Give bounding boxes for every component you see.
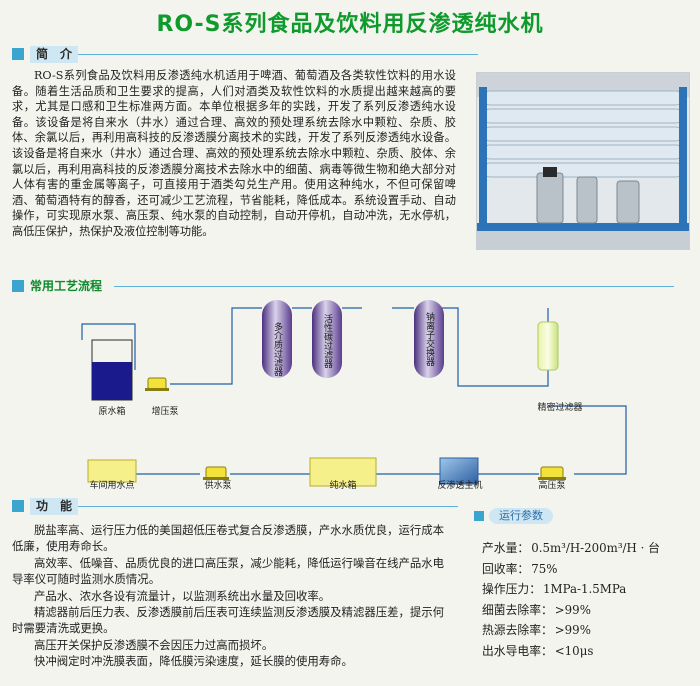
param-label: 操作压力： bbox=[482, 582, 541, 596]
param-row: 操作压力：1MPa-1.5MPa bbox=[482, 579, 692, 600]
section-header-params: 运行参数 bbox=[474, 506, 690, 526]
param-label: 产水量： bbox=[482, 541, 530, 555]
param-label: 热源去除率： bbox=[482, 623, 553, 637]
param-value: <10μs bbox=[554, 643, 594, 658]
use-point-label: 车间用水点 bbox=[89, 479, 134, 490]
intro-paragraph: RO-S系列食品及饮料用反渗透纯水机适用于啤酒、葡萄酒及各类软性饮料的用水设备。… bbox=[12, 69, 456, 238]
pure-tank-label: 纯水箱 bbox=[329, 479, 356, 490]
filter2-label: 活性碳过滤器 bbox=[322, 313, 333, 368]
params-list: 产水量：0.5m³/H-200m³/H · 台 回收率：75% 操作压力：1MP… bbox=[482, 538, 692, 661]
section-title-process: 常用工艺流程 bbox=[30, 278, 103, 293]
raw-tank-label: 原水箱 bbox=[98, 405, 125, 417]
param-value: 0.5m³/H-200m³/H · 台 bbox=[531, 541, 660, 555]
pure-water-tank bbox=[309, 457, 377, 487]
high-pressure-pump-label: 高压泵 bbox=[538, 479, 565, 490]
feature-item: 脱盐率高、运行压力低的美国超低压卷式复合反渗透膜，产水水质优良，运行成本低廉，使… bbox=[12, 523, 445, 554]
filter1-label: 多介质过滤器 bbox=[272, 321, 283, 376]
param-row: 产水量：0.5m³/H-200m³/H · 台 bbox=[482, 538, 692, 559]
ro-unit-label: 反渗透主机 bbox=[437, 479, 482, 490]
param-label: 回收率： bbox=[482, 561, 530, 576]
feature-item: 精滤器前后压力表、反渗透膜前后压表可连续监测反渗透膜及精滤器压差，提示何时需要清… bbox=[12, 605, 445, 636]
param-row: 热源去除率：>99% bbox=[482, 620, 692, 641]
param-value: >99% bbox=[554, 623, 591, 637]
section-marker-icon bbox=[12, 280, 24, 292]
section-title-params: 运行参数 bbox=[489, 508, 553, 524]
workshop-use-point bbox=[87, 459, 137, 483]
divider bbox=[114, 285, 675, 287]
precision-filter bbox=[537, 321, 559, 371]
param-value: 1MPa-1.5MPa bbox=[543, 582, 627, 596]
ro-main-unit bbox=[439, 457, 479, 485]
precision-filter-label: 精密过滤器 bbox=[537, 401, 582, 413]
param-value: 75% bbox=[531, 561, 558, 576]
process-flow-diagram: 原水箱 增压泵 多介质过滤器 活性碳过滤器 钠离子交换器 精密过滤器 高压泵 反… bbox=[81, 300, 627, 490]
section-header-intro: 简 介 bbox=[12, 44, 692, 64]
multimedia-filter: 多介质过滤器 bbox=[262, 300, 292, 378]
feature-item: 高压开关保护反渗透膜不会因压力过高而损坏。 bbox=[34, 637, 274, 652]
section-marker-icon bbox=[12, 48, 24, 60]
param-value: >99% bbox=[554, 602, 591, 617]
raw-water-tank bbox=[91, 339, 133, 401]
section-header-process: 常用工艺流程 bbox=[12, 276, 692, 296]
divider bbox=[78, 53, 479, 55]
supply-pump-icon bbox=[203, 466, 229, 480]
carbon-filter: 活性碳过滤器 bbox=[312, 300, 342, 378]
booster-pump-label: 增压泵 bbox=[151, 405, 178, 417]
section-marker-icon bbox=[12, 500, 24, 512]
ion-exchanger: 钠离子交换器 bbox=[414, 300, 444, 378]
feature-item: 快冲阀定时冲洗膜表面，降低膜污染速度，延长膜的使用寿命。 bbox=[34, 654, 353, 669]
booster-pump-icon bbox=[145, 377, 169, 391]
param-label: 出水导电率： bbox=[482, 643, 553, 658]
feature-item: 产品水、浓水各设有流量计，以监测系统出水量及回收率。 bbox=[34, 588, 331, 603]
supply-pump-label: 供水泵 bbox=[204, 479, 231, 490]
section-title-features: 功 能 bbox=[30, 497, 79, 515]
param-row: 细菌去除率：>99% bbox=[482, 600, 692, 621]
param-label: 细菌去除率： bbox=[482, 602, 553, 617]
section-marker-icon bbox=[474, 511, 484, 521]
filter3-label: 钠离子交换器 bbox=[424, 311, 435, 366]
product-photo bbox=[476, 72, 690, 250]
section-header-features: 功 能 bbox=[12, 496, 472, 516]
divider bbox=[78, 505, 459, 507]
high-pressure-pump-icon bbox=[538, 466, 566, 480]
feature-item: 高效率、低噪音、品质优良的进口高压泵，减少能耗，降低运行噪音在线产品水电导率仪可… bbox=[12, 555, 445, 587]
param-row: 出水导电率：<10μs bbox=[482, 641, 692, 662]
param-row: 回收率：75% bbox=[482, 559, 692, 580]
section-title-intro: 简 介 bbox=[30, 45, 79, 63]
page-title: RO-S系列食品及饮料用反渗透纯水机 bbox=[156, 12, 544, 37]
features-list: 脱盐率高、运行压力低的美国超低压卷式复合反渗透膜，产水水质优良，运行成本低廉，使… bbox=[12, 522, 452, 670]
